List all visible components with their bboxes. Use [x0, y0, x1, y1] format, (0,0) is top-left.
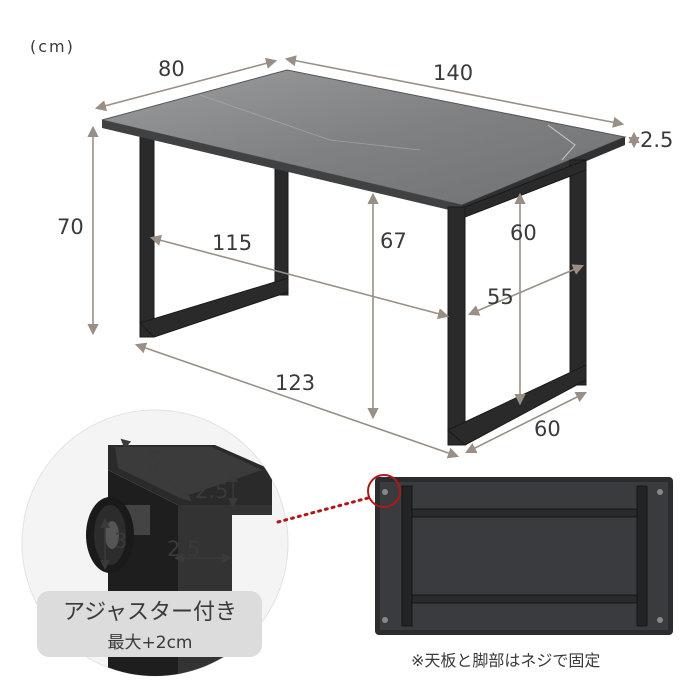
tabletop: [101, 69, 627, 213]
dimension-lines: [87, 55, 640, 459]
badge-title: アジャスター付き: [63, 600, 237, 625]
badge-subtitle: 最大+2cm: [108, 633, 193, 653]
dim-frame-depth: 55: [487, 285, 514, 309]
dim-depth: 80: [158, 57, 185, 81]
dim-frame-height: 60: [510, 221, 537, 245]
detail-foot-width: 2.5: [167, 537, 200, 561]
detail-leg-thickness: 2.5: [195, 479, 228, 503]
adjuster-badge: アジャスター付き 最大+2cm: [37, 591, 262, 657]
adjuster-knob: [86, 497, 150, 573]
detail-leg-width: 5: [147, 448, 160, 472]
dim-leg-depth: 60: [534, 417, 561, 441]
dim-width: 140: [433, 61, 473, 85]
detail-adjuster-height: 3: [114, 529, 127, 553]
underside-view: [375, 477, 673, 635]
dim-top-thickness: 2.5: [640, 128, 673, 152]
callout-connector: [276, 496, 370, 524]
dim-height: 70: [57, 215, 84, 239]
unit-label: (cm): [30, 37, 75, 56]
dim-leg-span: 123: [275, 371, 315, 395]
underside-note: ※天板と脚部はネジで固定: [411, 651, 600, 670]
dim-inner-width: 115: [212, 231, 252, 255]
table-illustration: [101, 69, 627, 446]
screw-callout-circle: [367, 474, 401, 508]
dim-clearance: 67: [380, 229, 407, 253]
